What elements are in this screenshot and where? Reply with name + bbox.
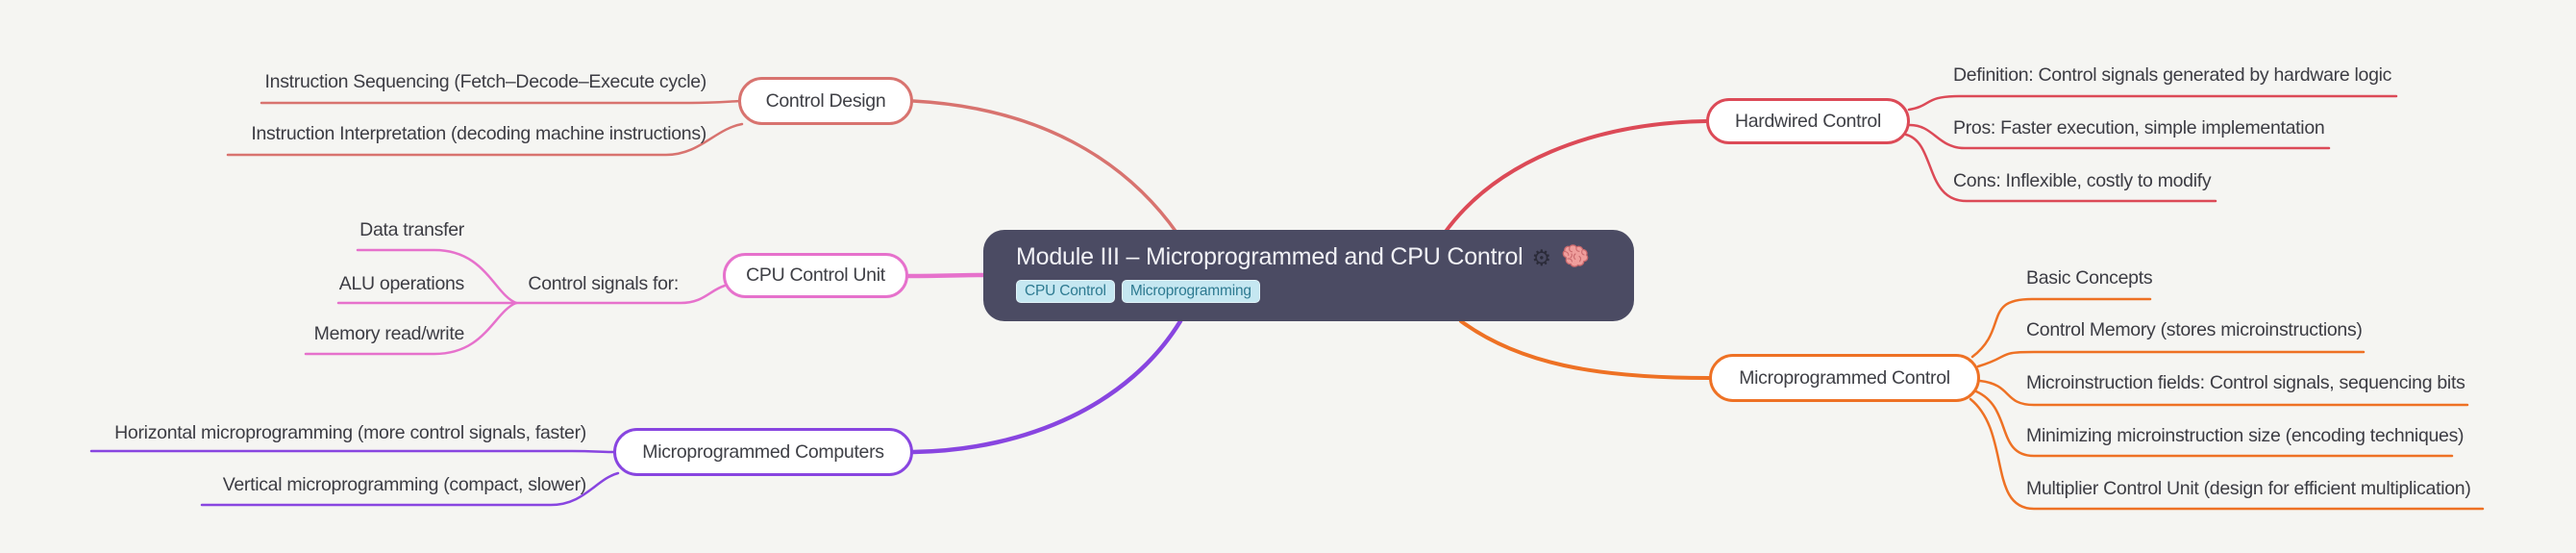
- leaf-multiplier-control-unit: Multiplier Control Unit (design for effi…: [2026, 478, 2471, 499]
- leaf-minimizing-size: Minimizing microinstruction size (encodi…: [2026, 425, 2465, 446]
- branch-link-cpu-control-unit: [905, 272, 986, 279]
- branch-node-hardwired-control[interactable]: Hardwired Control: [1706, 98, 1910, 144]
- leaf-underline-basic-concepts: [1970, 297, 2152, 359]
- branch-node-microprogrammed-control[interactable]: Microprogrammed Control: [1709, 354, 1980, 402]
- branch-link-hardwired-control: [1443, 119, 1708, 235]
- leaf-underline-multiplier-control-unit: [1969, 397, 2485, 511]
- leaf-underline-vertical-microprogramming: [200, 471, 620, 507]
- branch-link-control-design: [911, 99, 1179, 236]
- leaf-hardwired-pros: Pros: Faster execution, simple implement…: [1953, 117, 2325, 138]
- leaf-control-memory: Control Memory (stores microinstructions…: [2026, 319, 2363, 340]
- brain-icon: [1560, 243, 1591, 270]
- leaf-instruction-sequencing: Instruction Sequencing (Fetch–Decode–Exe…: [264, 71, 707, 92]
- leaf-data-transfer: Data transfer: [359, 219, 464, 240]
- branch-node-cpu-control-unit[interactable]: CPU Control Unit: [723, 253, 908, 298]
- central-topic-node[interactable]: Module III – Microprogrammed and CPU Con…: [983, 230, 1634, 321]
- leaf-underline-definition: [1907, 94, 2398, 112]
- leaf-underline-pros: [1908, 123, 2331, 150]
- branch-link-microprogrammed-computers: [910, 318, 1183, 455]
- leaf-underline-control-memory: [1976, 350, 2365, 368]
- leaf-underline-horizontal-microprogramming: [89, 449, 615, 454]
- leaf-underline-instruction-sequencing: [260, 99, 742, 105]
- branch-label: Hardwired Control: [1734, 110, 1882, 132]
- leaf-underline-cons: [1904, 133, 2217, 203]
- gear-icon: ⚙: [1531, 244, 1552, 270]
- leaf-hardwired-cons: Cons: Inflexible, costly to modify: [1953, 170, 2212, 191]
- leaf-underline-control-signals-for: [514, 284, 727, 305]
- leaf-alu-operations: ALU operations: [338, 273, 465, 294]
- leaf-microinstruction-fields: Microinstruction fields: Control signals…: [2026, 372, 2465, 393]
- leaf-underline-memory-read-write: [304, 301, 518, 356]
- leaf-underline-data-transfer: [356, 248, 518, 305]
- leaf-underline-instruction-interpretation: [226, 122, 744, 157]
- leaf-underline-microinstruction-fields: [1978, 379, 2469, 407]
- leaf-hardwired-definition: Definition: Control signals generated by…: [1953, 64, 2392, 86]
- central-title-row: Module III – Microprogrammed and CPU Con…: [1016, 240, 1615, 273]
- branch-link-microprogrammed-control: [1459, 319, 1711, 380]
- central-topic-title: Module III – Microprogrammed and CPU Con…: [1016, 242, 1523, 270]
- branch-node-microprogrammed-computers[interactable]: Microprogrammed Computers: [613, 428, 913, 476]
- leaf-basic-concepts: Basic Concepts: [2026, 267, 2153, 289]
- leaf-vertical-microprogramming: Vertical microprogramming (compact, slow…: [222, 474, 587, 495]
- branch-label: Microprogrammed Computers: [642, 440, 884, 463]
- topic-tags-row: CPU Control Microprogramming: [1016, 280, 1615, 303]
- leaf-memory-read-write: Memory read/write: [313, 323, 465, 344]
- leaf-instruction-interpretation: Instruction Interpretation (decoding mac…: [251, 123, 706, 144]
- leaf-control-signals-for: Control signals for:: [528, 273, 679, 294]
- leaf-underline-minimizing-size: [1974, 390, 2454, 458]
- branch-label: CPU Control Unit: [746, 264, 885, 286]
- branch-node-control-design[interactable]: Control Design: [738, 77, 913, 125]
- branch-label: Microprogrammed Control: [1739, 366, 1950, 389]
- topic-tag-cpu-control: CPU Control: [1016, 280, 1115, 303]
- topic-tag-microprogramming: Microprogramming: [1121, 280, 1260, 303]
- leaf-horizontal-microprogramming: Horizontal microprogramming (more contro…: [114, 422, 586, 443]
- branch-label: Control Design: [765, 89, 886, 112]
